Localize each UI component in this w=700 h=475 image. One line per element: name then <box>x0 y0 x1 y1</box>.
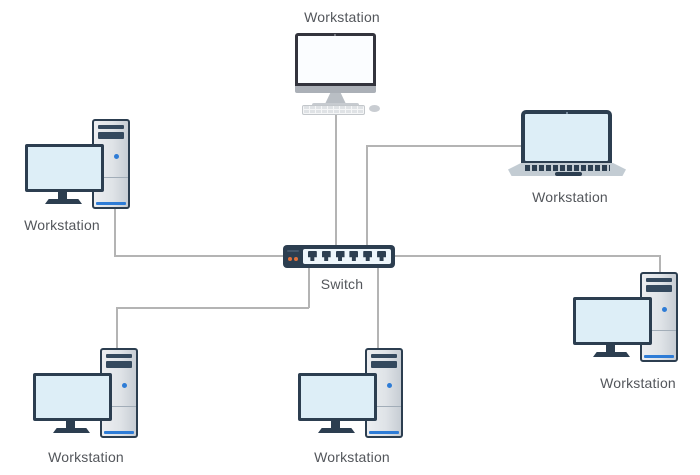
monitor-icon <box>295 33 376 86</box>
tower-divider <box>642 330 676 331</box>
camera-dot-icon <box>566 112 568 114</box>
drive-slot <box>106 354 132 358</box>
tower-accent-stripe <box>104 431 134 434</box>
power-button-dot <box>122 383 127 388</box>
tower-accent-stripe <box>644 355 674 358</box>
power-button-dot <box>114 154 119 159</box>
drive-slot <box>646 285 672 292</box>
laptop-display <box>525 114 608 161</box>
workstation-top-label: Workstation <box>304 9 380 25</box>
workstation-left-label: Workstation <box>24 217 100 233</box>
drive-slot <box>646 278 672 282</box>
monitor-stand <box>66 421 75 428</box>
monitor-base <box>318 428 355 433</box>
tower-accent-stripe <box>369 431 399 434</box>
workstation-left-node[interactable] <box>25 119 131 209</box>
camera-dot-icon <box>334 34 336 36</box>
workstation-bottom-center-node[interactable] <box>298 348 404 438</box>
workstation-laptop-node[interactable] <box>508 110 626 176</box>
monitor-base <box>45 199 82 204</box>
monitor-stand <box>606 345 615 352</box>
monitor-stand <box>331 421 340 428</box>
monitor-icon <box>33 373 112 421</box>
switch-led-icon <box>288 257 292 261</box>
workstation-laptop-label: Workstation <box>532 189 608 205</box>
monitor-icon <box>25 144 104 192</box>
laptop-touchpad-icon <box>555 172 582 176</box>
tower-divider <box>102 406 136 407</box>
monitor-icon <box>298 373 377 421</box>
workstation-top-node[interactable] <box>295 33 380 115</box>
ethernet-port-icon <box>377 251 387 261</box>
drive-slot <box>371 354 397 358</box>
workstation-bottom-center-label: Workstation <box>314 449 390 465</box>
switch-node[interactable] <box>283 245 395 268</box>
monitor-chin <box>295 86 376 93</box>
monitor-base <box>53 428 90 433</box>
tower-divider <box>367 406 401 407</box>
drive-slot <box>106 361 132 368</box>
ethernet-port-icon <box>307 251 317 261</box>
ethernet-port-icon <box>335 251 345 261</box>
switch-accent-line <box>287 250 299 252</box>
ethernet-port-icon <box>363 251 373 261</box>
drive-slot <box>371 361 397 368</box>
workstation-bottom-left-node[interactable] <box>33 348 139 438</box>
switch-port-panel <box>303 249 391 264</box>
mouse-icon <box>369 105 380 112</box>
tower-divider <box>94 177 128 178</box>
laptop-keyboard-icon <box>525 165 610 171</box>
ethernet-port-icon <box>321 251 331 261</box>
monitor-icon <box>573 297 652 345</box>
workstation-bottom-left-label: Workstation <box>48 449 124 465</box>
monitor-stand <box>58 192 67 199</box>
ethernet-port-icon <box>349 251 359 261</box>
drive-slot <box>98 125 124 129</box>
tower-icon <box>365 348 403 438</box>
monitor-base <box>593 352 630 357</box>
monitor-stand <box>325 93 346 104</box>
drive-slot <box>98 132 124 139</box>
switch-led-icon <box>294 257 298 261</box>
power-button-dot <box>387 383 392 388</box>
tower-accent-stripe <box>96 202 126 205</box>
switch-label: Switch <box>320 276 364 292</box>
keyboard-icon <box>302 105 365 115</box>
power-button-dot <box>662 307 667 312</box>
workstation-right-label: Workstation <box>600 375 676 391</box>
workstation-right-node[interactable] <box>573 272 679 362</box>
